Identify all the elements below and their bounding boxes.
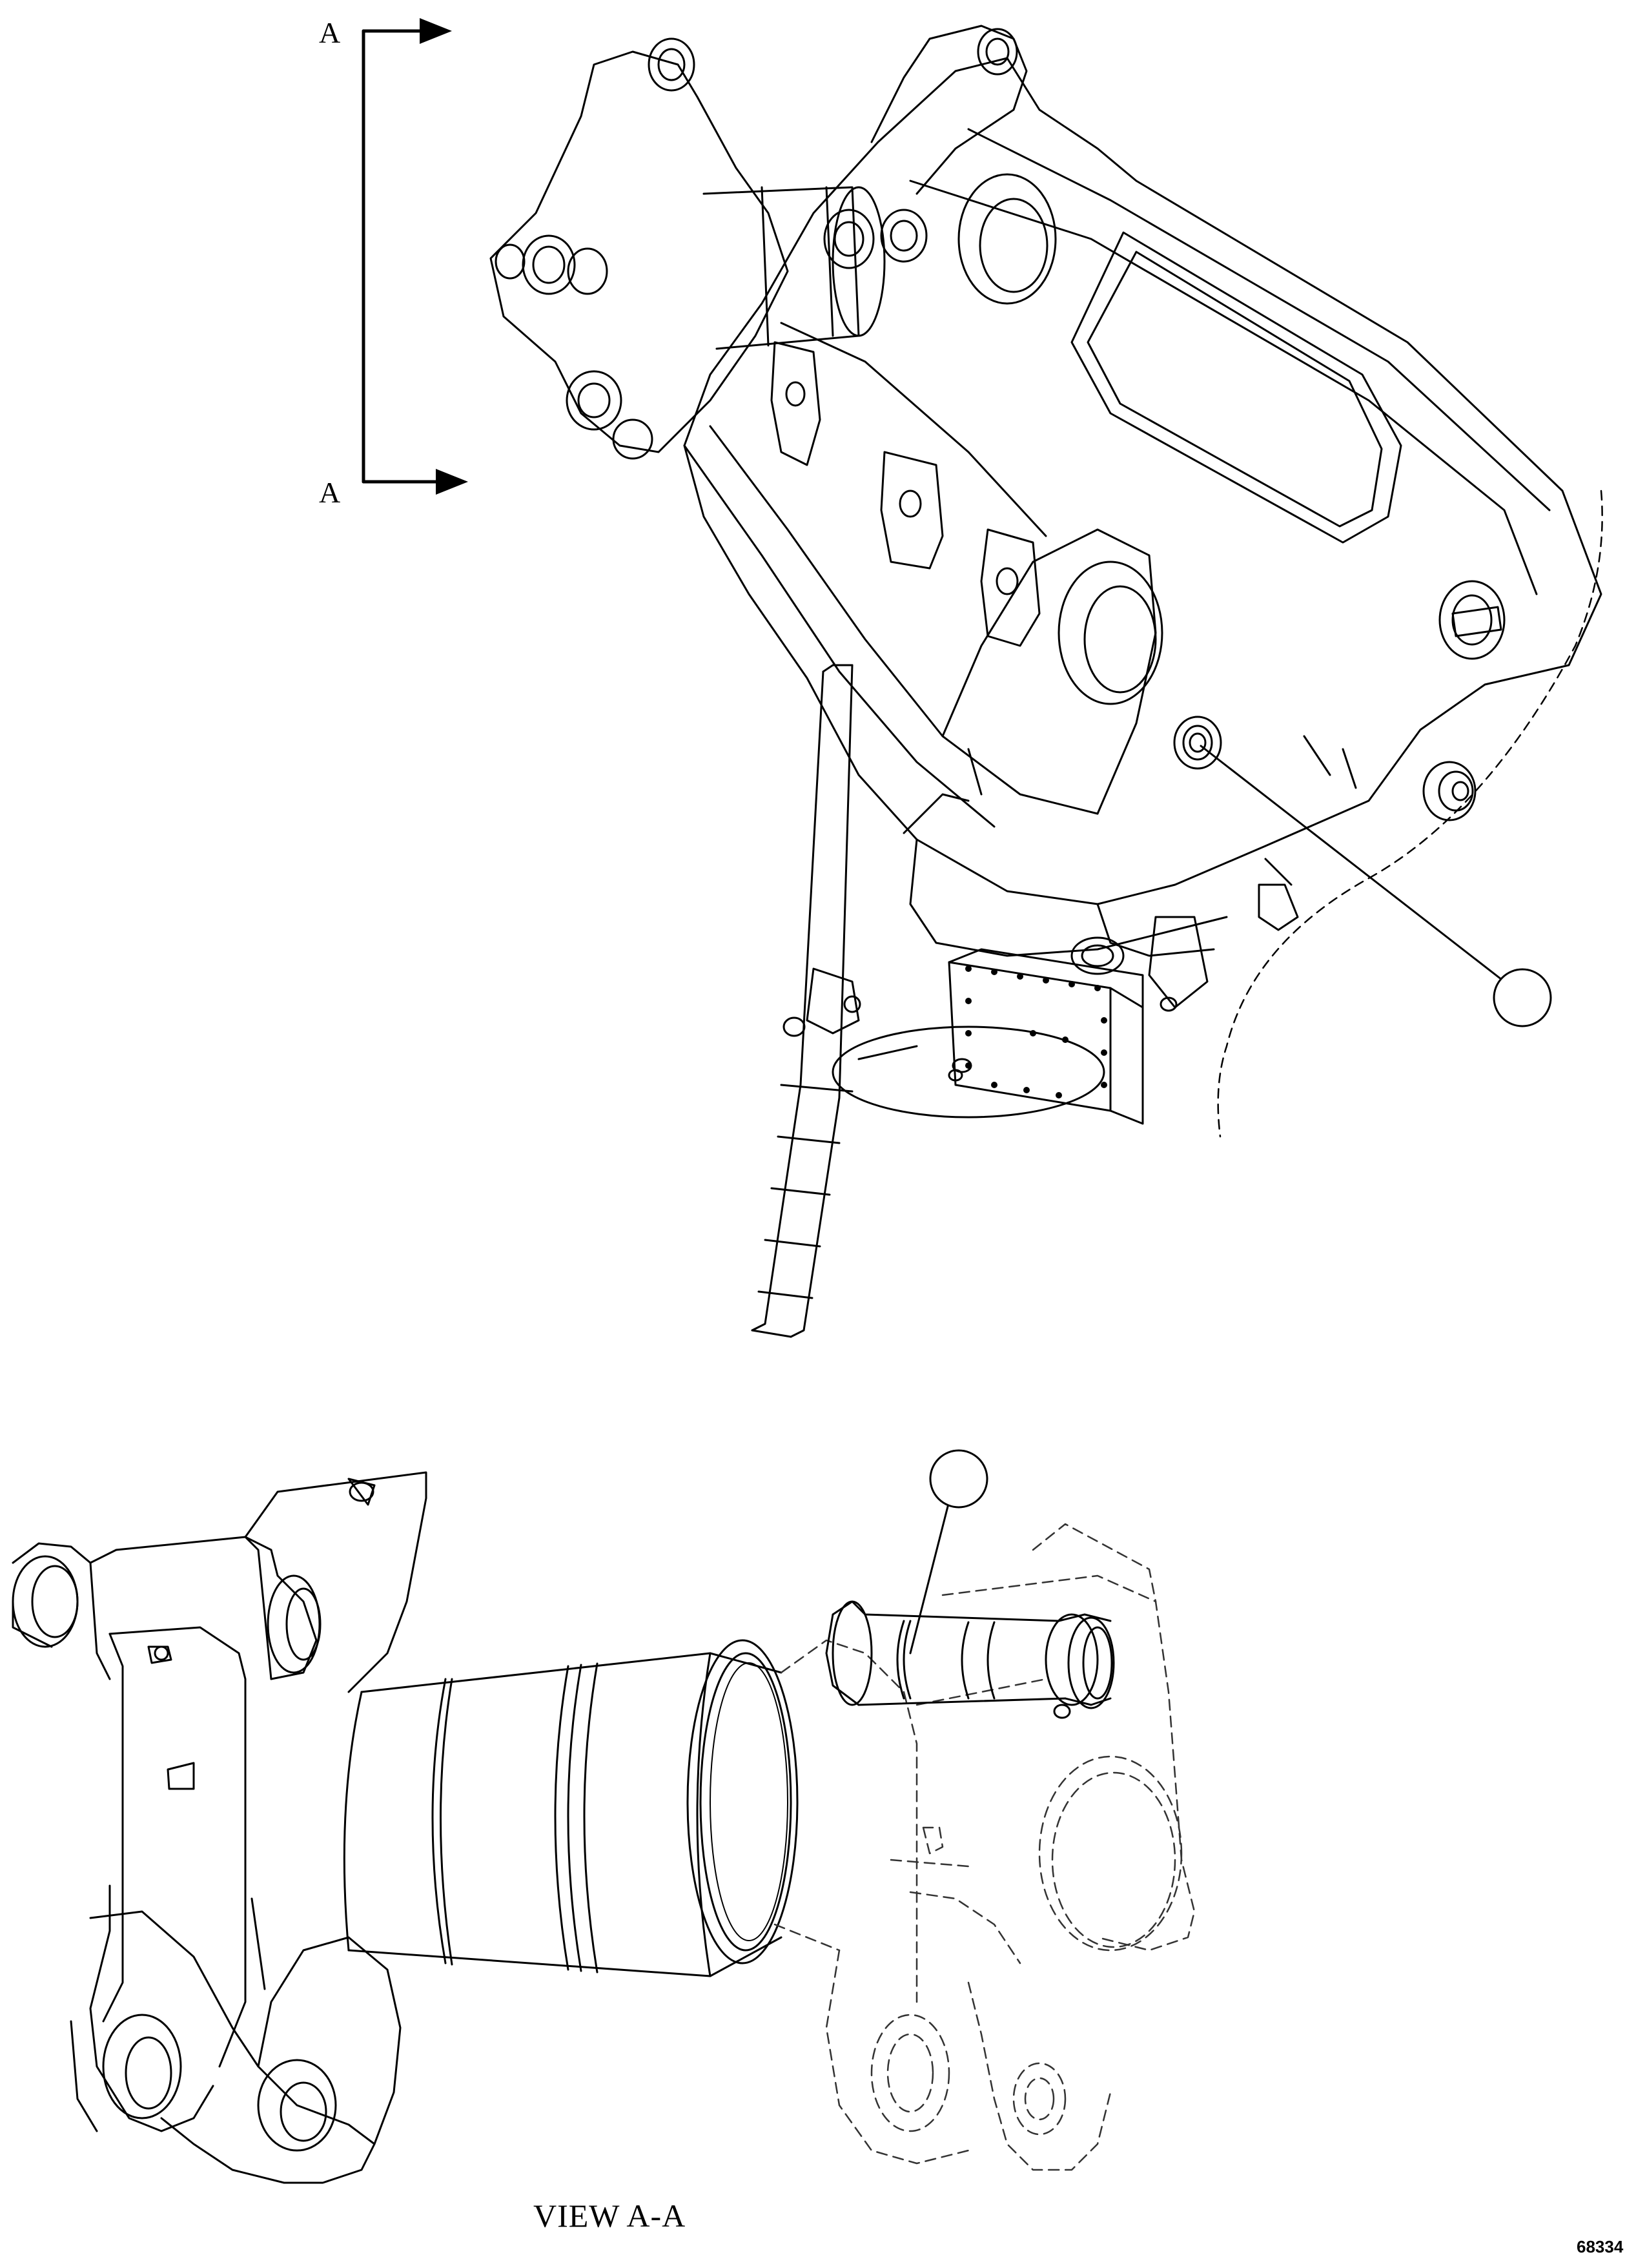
callout-top — [1200, 745, 1552, 1027]
section-letter-top: A — [319, 16, 341, 49]
callout-bottom — [909, 1449, 988, 1655]
figure-number: 68334 — [1577, 2237, 1624, 2256]
section-letter-bottom: A — [319, 476, 341, 509]
access-ladder — [751, 664, 861, 1338]
section-arrow-bottom-icon — [436, 469, 468, 495]
boom-assembly — [489, 25, 1603, 1338]
section-arrow-top-icon — [420, 18, 452, 44]
view-title: VIEW A-A — [533, 2198, 686, 2234]
section-cut-line — [362, 18, 468, 495]
view-a-a-assembly — [12, 1471, 1196, 2184]
phantom-frame — [773, 1523, 1196, 2171]
